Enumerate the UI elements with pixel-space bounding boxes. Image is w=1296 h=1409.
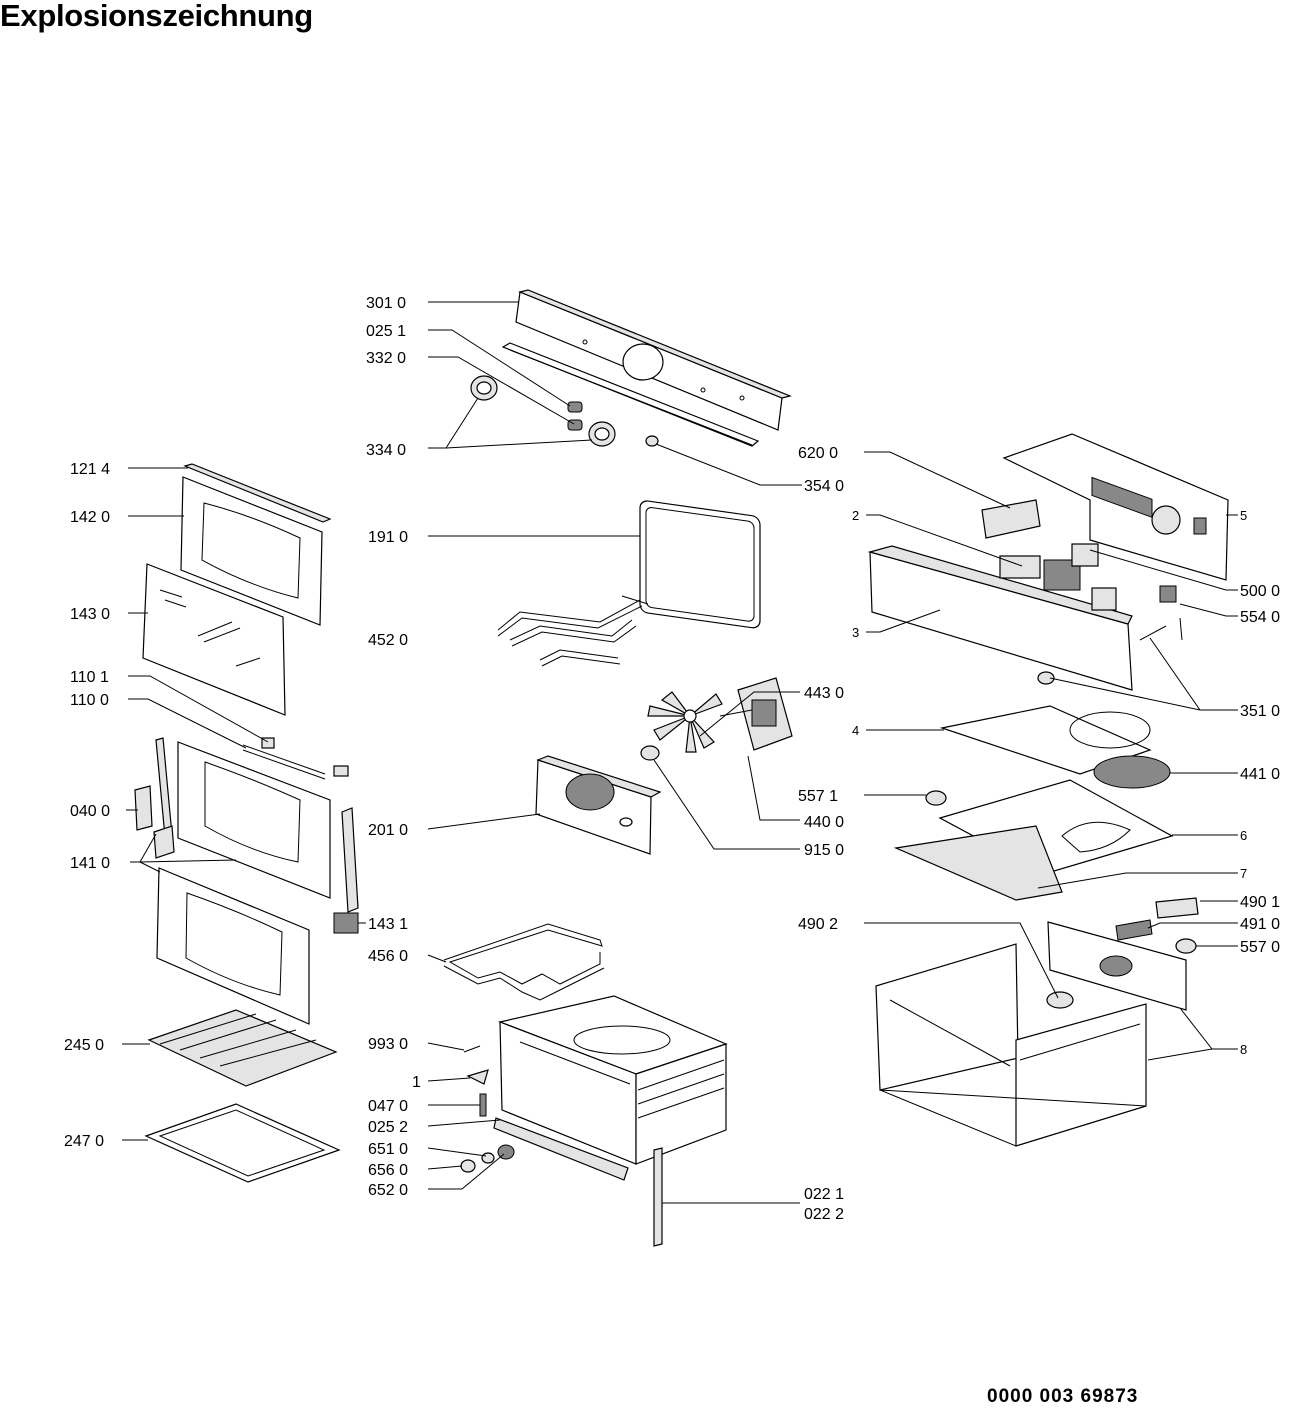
label-500-0: 500 0: [1240, 583, 1280, 600]
part-fan-blade: [640, 691, 723, 761]
label-141-0: 141 0: [70, 855, 110, 872]
label-142-0: 142 0: [70, 509, 110, 526]
label-110-1: 110 1: [70, 669, 109, 686]
part-number-labels: 301 0 025 1 332 0 334 0 354 0 121 4 142 …: [64, 295, 1280, 1223]
label-6: 6: [1240, 828, 1247, 843]
label-491-0: 491 0: [1240, 916, 1280, 933]
part-lower-heater: [443, 923, 605, 1001]
label-332-0: 332 0: [366, 350, 406, 367]
label-557-0: 557 0: [1240, 939, 1280, 956]
label-351-0: 351 0: [1240, 703, 1280, 720]
part-wire-rack: [147, 1009, 338, 1087]
label-452-0: 452 0: [368, 632, 408, 649]
label-354-0: 354 0: [804, 478, 844, 495]
part-door-outer-glass: [180, 476, 323, 626]
label-656-0: 656 0: [368, 1162, 408, 1179]
label-022-1: 022 1: [804, 1186, 844, 1203]
label-3: 3: [852, 625, 859, 640]
label-247-0: 247 0: [64, 1133, 104, 1150]
label-456-0: 456 0: [368, 948, 408, 965]
part-inner-door: [156, 867, 310, 1025]
label-5: 5: [1240, 508, 1247, 523]
part-door-hinge: [242, 737, 349, 780]
part-side-rail: [653, 1147, 663, 1247]
part-air-duct-plates: [893, 705, 1174, 901]
label-651-0: 651 0: [368, 1141, 408, 1158]
label-047-0: 047 0: [368, 1098, 408, 1115]
label-022-2: 022 2: [804, 1206, 844, 1223]
part-bracket: [333, 912, 359, 934]
label-4: 4: [852, 723, 859, 738]
label-557-1: 557 1: [798, 788, 838, 805]
label-554-0: 554 0: [1240, 609, 1280, 626]
label-025-2: 025 2: [368, 1119, 408, 1136]
label-1: 1: [412, 1074, 421, 1091]
part-cabinet-frame: [875, 921, 1187, 1147]
label-143-0: 143 0: [70, 606, 110, 623]
label-490-2: 490 2: [798, 916, 838, 933]
label-620-0: 620 0: [798, 445, 838, 462]
label-143-1: 143 1: [368, 916, 408, 933]
label-110-0: 110 0: [70, 692, 109, 709]
label-441-0: 441 0: [1240, 766, 1280, 783]
label-040-0: 040 0: [70, 803, 110, 820]
part-cooling-housing: [981, 433, 1229, 581]
label-245-0: 245 0: [64, 1037, 104, 1054]
label-191-0: 191 0: [368, 529, 408, 546]
label-915-0: 915 0: [804, 842, 844, 859]
label-201-0: 201 0: [368, 822, 408, 839]
label-334-0: 334 0: [366, 442, 406, 459]
part-oven-cavity: [493, 995, 728, 1181]
label-440-0: 440 0: [804, 814, 844, 831]
part-door-top-profile: [183, 463, 332, 523]
label-490-1: 490 1: [1240, 894, 1280, 911]
label-993-0: 993 0: [368, 1036, 408, 1053]
label-025-1: 025 1: [366, 323, 406, 340]
label-301-0: 301 0: [366, 295, 406, 312]
part-right-small-components: [1115, 897, 1199, 954]
page-title: Explosionszeichnung: [0, 0, 313, 33]
part-small-components: [460, 1045, 515, 1173]
part-fan-motor: [719, 677, 793, 751]
part-baking-tray: [144, 1103, 341, 1183]
document-number: 0000 003 69873: [987, 1386, 1139, 1407]
part-door-frame: [134, 737, 359, 913]
label-8: 8: [1240, 1042, 1247, 1057]
part-control-module: [867, 543, 1183, 691]
label-2: 2: [852, 508, 859, 523]
label-443-0: 443 0: [804, 685, 844, 702]
part-knobs: [470, 375, 659, 447]
part-glass-pane: [142, 563, 286, 716]
part-upper-heater: [497, 595, 649, 667]
label-121-4: 121 4: [70, 461, 110, 478]
part-panel-rail: [501, 342, 760, 447]
part-rear-fan-cover: [535, 755, 662, 855]
part-oven-seal: [639, 500, 761, 629]
leader-lines: [122, 301, 1238, 1204]
label-652-0: 652 0: [368, 1182, 408, 1199]
part-control-panel: [515, 289, 792, 431]
label-7: 7: [1240, 866, 1247, 881]
